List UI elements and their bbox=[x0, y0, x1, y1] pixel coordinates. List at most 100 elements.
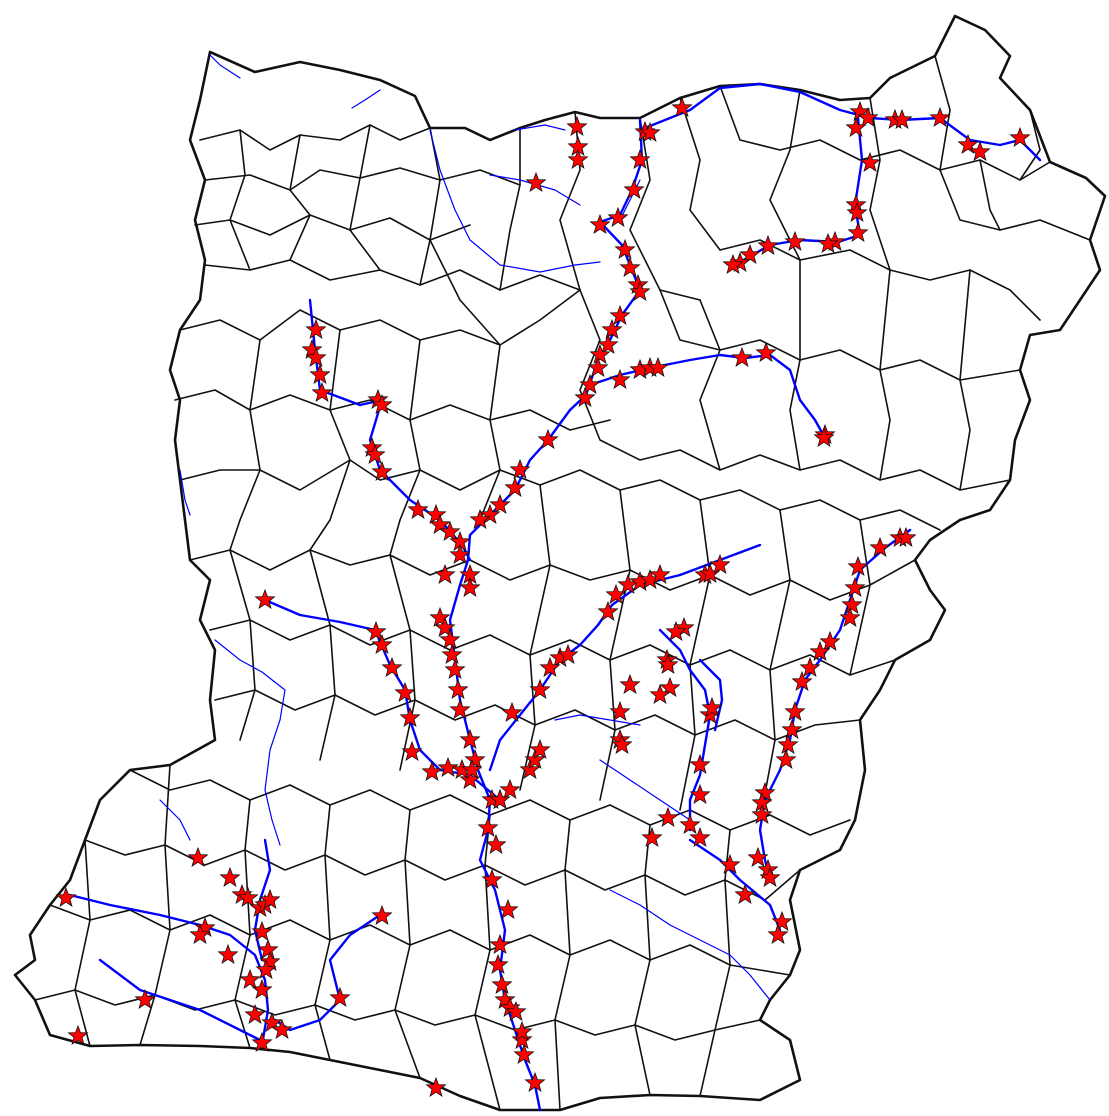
station-star-icon[interactable] bbox=[371, 393, 393, 415]
station-star-icon[interactable] bbox=[813, 426, 835, 448]
station-star-icon[interactable] bbox=[784, 700, 806, 722]
station-star-icon[interactable] bbox=[257, 938, 279, 960]
station-star-icon[interactable] bbox=[784, 230, 806, 252]
station-star-icon[interactable] bbox=[509, 458, 531, 480]
station-star-icon[interactable] bbox=[305, 346, 327, 368]
station-star-icon[interactable] bbox=[311, 381, 333, 403]
station-star-icon[interactable] bbox=[504, 476, 526, 498]
station-star-icon[interactable] bbox=[847, 221, 869, 243]
station-star-icon[interactable] bbox=[55, 886, 77, 908]
station-star-icon[interactable] bbox=[722, 253, 744, 275]
station-star-icon[interactable] bbox=[969, 140, 991, 162]
station-star-icon[interactable] bbox=[494, 988, 516, 1010]
station-star-icon[interactable] bbox=[719, 853, 741, 875]
station-star-icon[interactable] bbox=[539, 656, 561, 678]
station-star-icon[interactable] bbox=[444, 658, 466, 680]
station-star-icon[interactable] bbox=[619, 256, 641, 278]
station-star-icon[interactable] bbox=[429, 606, 451, 628]
station-star-icon[interactable] bbox=[487, 953, 509, 975]
station-star-icon[interactable] bbox=[597, 600, 619, 622]
station-star-icon[interactable] bbox=[529, 678, 551, 700]
station-star-icon[interactable] bbox=[629, 148, 651, 170]
station-star-icon[interactable] bbox=[619, 673, 641, 695]
station-star-icon[interactable] bbox=[447, 678, 469, 700]
station-star-icon[interactable] bbox=[469, 508, 491, 530]
station-star-icon[interactable] bbox=[407, 498, 429, 520]
station-star-icon[interactable] bbox=[477, 816, 499, 838]
station-star-icon[interactable] bbox=[689, 783, 711, 805]
station-star-icon[interactable] bbox=[767, 923, 789, 945]
station-star-icon[interactable] bbox=[511, 1020, 533, 1042]
station-star-icon[interactable] bbox=[425, 503, 447, 525]
station-star-icon[interactable] bbox=[259, 888, 281, 910]
station-star-icon[interactable] bbox=[459, 576, 481, 598]
station-star-icon[interactable] bbox=[891, 108, 913, 130]
station-star-icon[interactable] bbox=[394, 681, 416, 703]
station-star-icon[interactable] bbox=[844, 576, 866, 598]
station-star-icon[interactable] bbox=[639, 121, 661, 143]
station-star-icon[interactable] bbox=[587, 356, 609, 378]
station-star-icon[interactable] bbox=[781, 718, 803, 740]
station-star-icon[interactable] bbox=[747, 846, 769, 868]
station-star-icon[interactable] bbox=[609, 304, 631, 326]
station-star-icon[interactable] bbox=[819, 630, 841, 652]
station-star-icon[interactable] bbox=[421, 760, 443, 782]
station-star-icon[interactable] bbox=[679, 813, 701, 835]
station-star-icon[interactable] bbox=[659, 676, 681, 698]
station-star-icon[interactable] bbox=[649, 563, 671, 585]
station-star-icon[interactable] bbox=[699, 703, 721, 725]
station-star-icon[interactable] bbox=[671, 96, 693, 118]
station-star-icon[interactable] bbox=[439, 628, 461, 650]
station-star-icon[interactable] bbox=[809, 640, 831, 662]
station-star-icon[interactable] bbox=[441, 643, 463, 665]
station-star-icon[interactable] bbox=[189, 923, 211, 945]
station-star-icon[interactable] bbox=[425, 1076, 447, 1098]
station-star-icon[interactable] bbox=[657, 653, 679, 675]
station-star-icon[interactable] bbox=[271, 1018, 293, 1040]
station-star-icon[interactable] bbox=[329, 986, 351, 1008]
station-star-icon[interactable] bbox=[479, 503, 501, 525]
station-star-icon[interactable] bbox=[187, 846, 209, 868]
station-star-icon[interactable] bbox=[846, 201, 868, 223]
station-star-icon[interactable] bbox=[609, 700, 631, 722]
station-star-icon[interactable] bbox=[305, 318, 327, 340]
station-star-icon[interactable] bbox=[434, 616, 456, 638]
station-star-icon[interactable] bbox=[461, 758, 483, 780]
station-star-icon[interactable] bbox=[649, 683, 671, 705]
station-star-icon[interactable] bbox=[437, 756, 459, 778]
station-star-icon[interactable] bbox=[623, 178, 645, 200]
station-star-icon[interactable] bbox=[364, 443, 386, 465]
station-star-icon[interactable] bbox=[489, 933, 511, 955]
station-star-icon[interactable] bbox=[309, 363, 331, 385]
station-star-icon[interactable] bbox=[845, 116, 867, 138]
station-star-icon[interactable] bbox=[237, 886, 259, 908]
station-star-icon[interactable] bbox=[239, 968, 261, 990]
station-star-icon[interactable] bbox=[67, 1024, 89, 1046]
station-star-icon[interactable] bbox=[489, 493, 511, 515]
station-star-icon[interactable] bbox=[574, 386, 596, 408]
station-star-icon[interactable] bbox=[791, 670, 813, 692]
station-star-icon[interactable] bbox=[566, 115, 588, 137]
station-star-icon[interactable] bbox=[589, 343, 611, 365]
station-star-icon[interactable] bbox=[601, 318, 623, 340]
station-star-icon[interactable] bbox=[511, 1028, 533, 1050]
station-star-icon[interactable] bbox=[464, 748, 486, 770]
station-star-icon[interactable] bbox=[641, 826, 663, 848]
station-star-icon[interactable] bbox=[869, 536, 891, 558]
station-star-icon[interactable] bbox=[381, 656, 403, 678]
station-star-icon[interactable] bbox=[775, 748, 797, 770]
station-star-icon[interactable] bbox=[499, 778, 521, 800]
station-star-icon[interactable] bbox=[751, 803, 773, 825]
station-star-icon[interactable] bbox=[529, 738, 551, 760]
station-star-icon[interactable] bbox=[629, 280, 651, 302]
station-star-icon[interactable] bbox=[589, 213, 611, 235]
station-star-icon[interactable] bbox=[399, 706, 421, 728]
station-star-icon[interactable] bbox=[301, 338, 323, 360]
station-star-icon[interactable] bbox=[259, 950, 281, 972]
station-star-icon[interactable] bbox=[665, 620, 687, 642]
station-star-icon[interactable] bbox=[839, 606, 861, 628]
station-star-icon[interactable] bbox=[254, 588, 276, 610]
station-star-icon[interactable] bbox=[429, 513, 451, 535]
station-star-icon[interactable] bbox=[219, 866, 241, 888]
station-star-icon[interactable] bbox=[371, 460, 393, 482]
